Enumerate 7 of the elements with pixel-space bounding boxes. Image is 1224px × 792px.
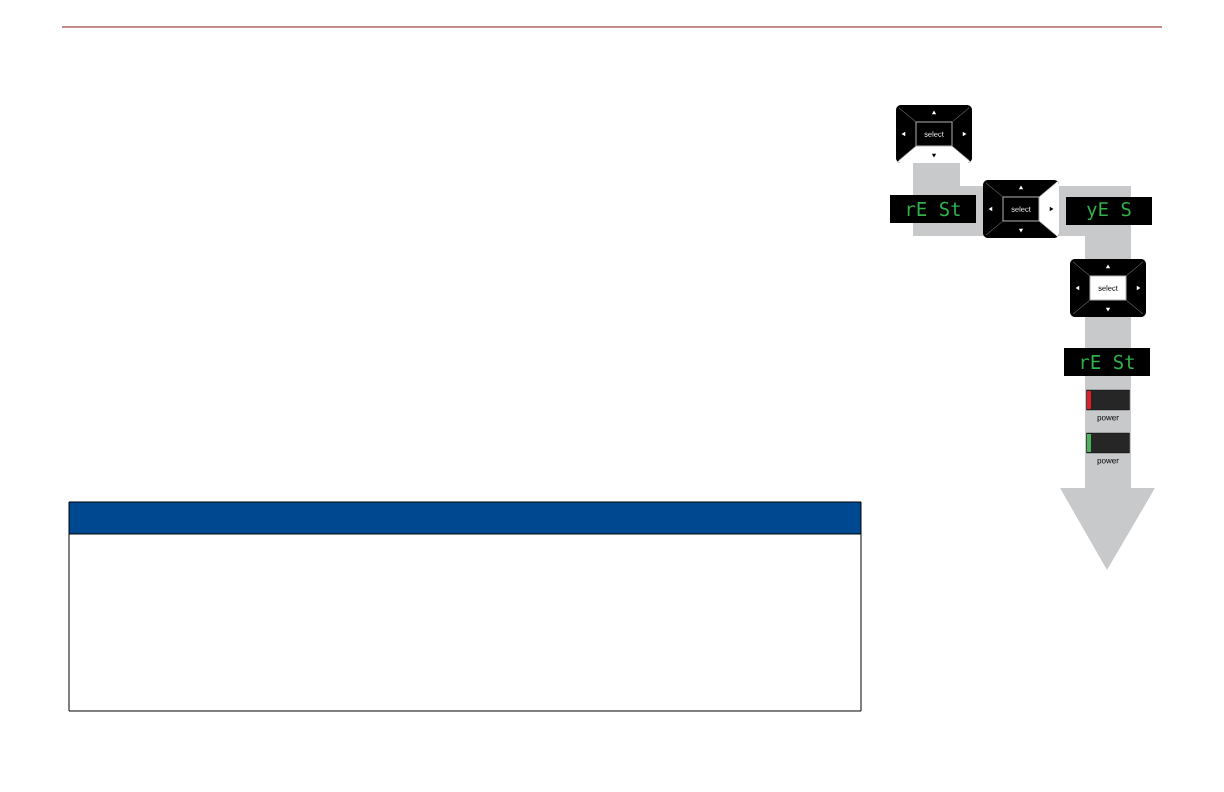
segment-display: rE St <box>1064 348 1150 376</box>
button-label: power <box>1097 459 1119 465</box>
power-button <box>1086 432 1130 454</box>
segment-display: rE St <box>890 195 976 223</box>
segment-display: yE S <box>1066 197 1152 225</box>
power-button <box>1086 389 1130 411</box>
button-label: power <box>1097 416 1119 422</box>
